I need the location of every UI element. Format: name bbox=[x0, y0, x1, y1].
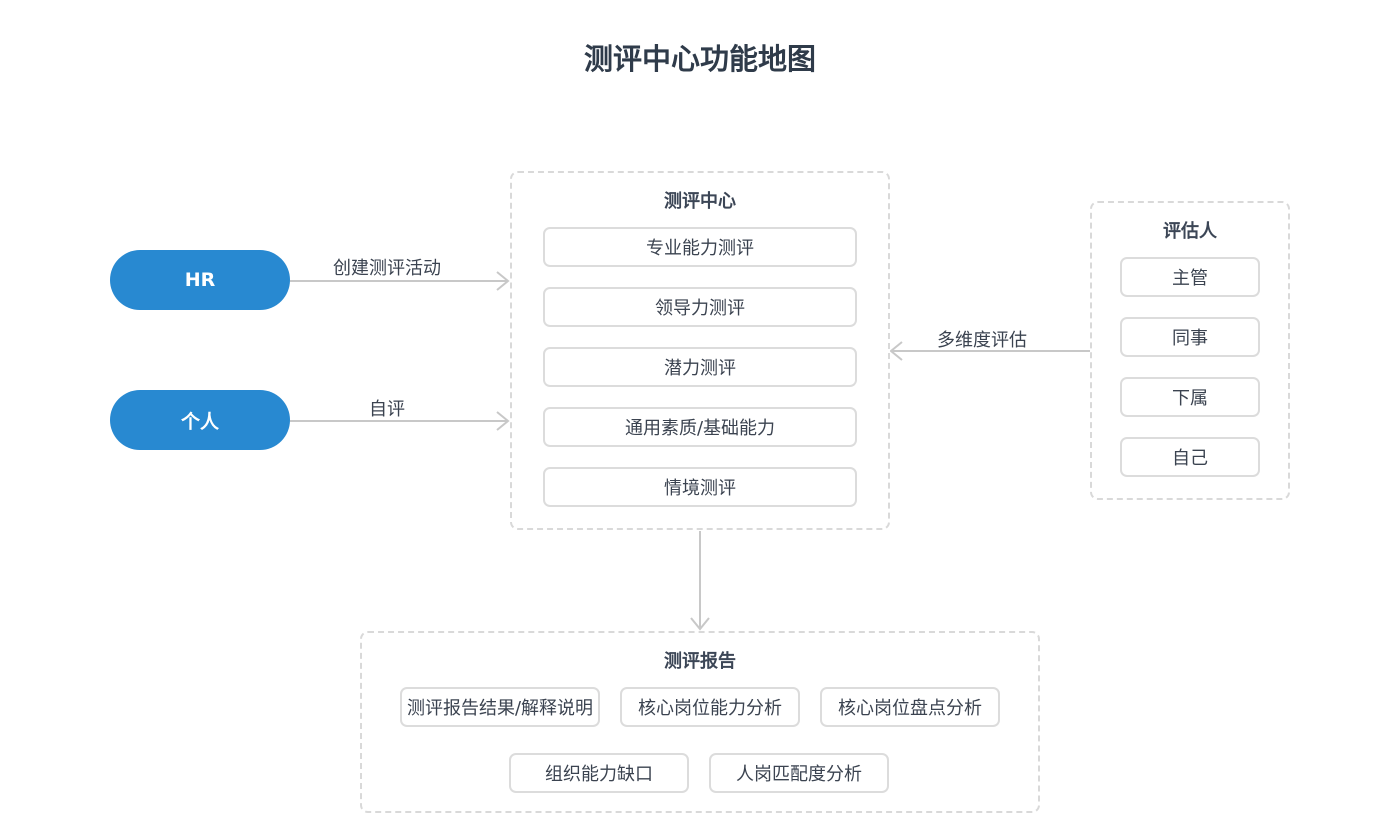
edge-label-multi: 多维度评估 bbox=[937, 330, 1027, 351]
center-item[interactable]: 潜力测评 bbox=[543, 347, 857, 387]
hr-arrowhead bbox=[496, 271, 510, 291]
evaluator-item[interactable]: 主管 bbox=[1120, 257, 1260, 297]
personal-arrowhead bbox=[496, 411, 510, 431]
report-item[interactable]: 人岗匹配度分析 bbox=[709, 753, 889, 793]
report-item[interactable]: 测评报告结果/解释说明 bbox=[400, 687, 600, 727]
personal-node[interactable]: 个人 bbox=[110, 390, 290, 450]
report-item[interactable]: 核心岗位盘点分析 bbox=[820, 687, 1000, 727]
center-item[interactable]: 领导力测评 bbox=[543, 287, 857, 327]
report-title: 测评报告 bbox=[664, 651, 736, 672]
edge-label-self: 自评 bbox=[369, 399, 405, 420]
center-item[interactable]: 专业能力测评 bbox=[543, 227, 857, 267]
center-item[interactable]: 通用素质/基础能力 bbox=[543, 407, 857, 447]
evaluator-item[interactable]: 下属 bbox=[1120, 377, 1260, 417]
evaluator-item[interactable]: 同事 bbox=[1120, 317, 1260, 357]
page-title: 测评中心功能地图 bbox=[583, 42, 816, 76]
evaluator-title: 评估人 bbox=[1163, 221, 1217, 242]
evaluator-item[interactable]: 自己 bbox=[1120, 437, 1260, 477]
hr-label: HR bbox=[184, 269, 216, 291]
edge-label-create: 创建测评活动 bbox=[333, 258, 441, 279]
report-arrowhead bbox=[690, 617, 710, 631]
report-item[interactable]: 核心岗位能力分析 bbox=[620, 687, 800, 727]
personal-label: 个人 bbox=[180, 410, 219, 433]
evaluator-arrowhead bbox=[889, 341, 903, 361]
report-item[interactable]: 组织能力缺口 bbox=[509, 753, 689, 793]
center-title: 测评中心 bbox=[664, 191, 736, 212]
hr-node[interactable]: HR bbox=[110, 250, 290, 310]
center-item[interactable]: 情境测评 bbox=[543, 467, 857, 507]
